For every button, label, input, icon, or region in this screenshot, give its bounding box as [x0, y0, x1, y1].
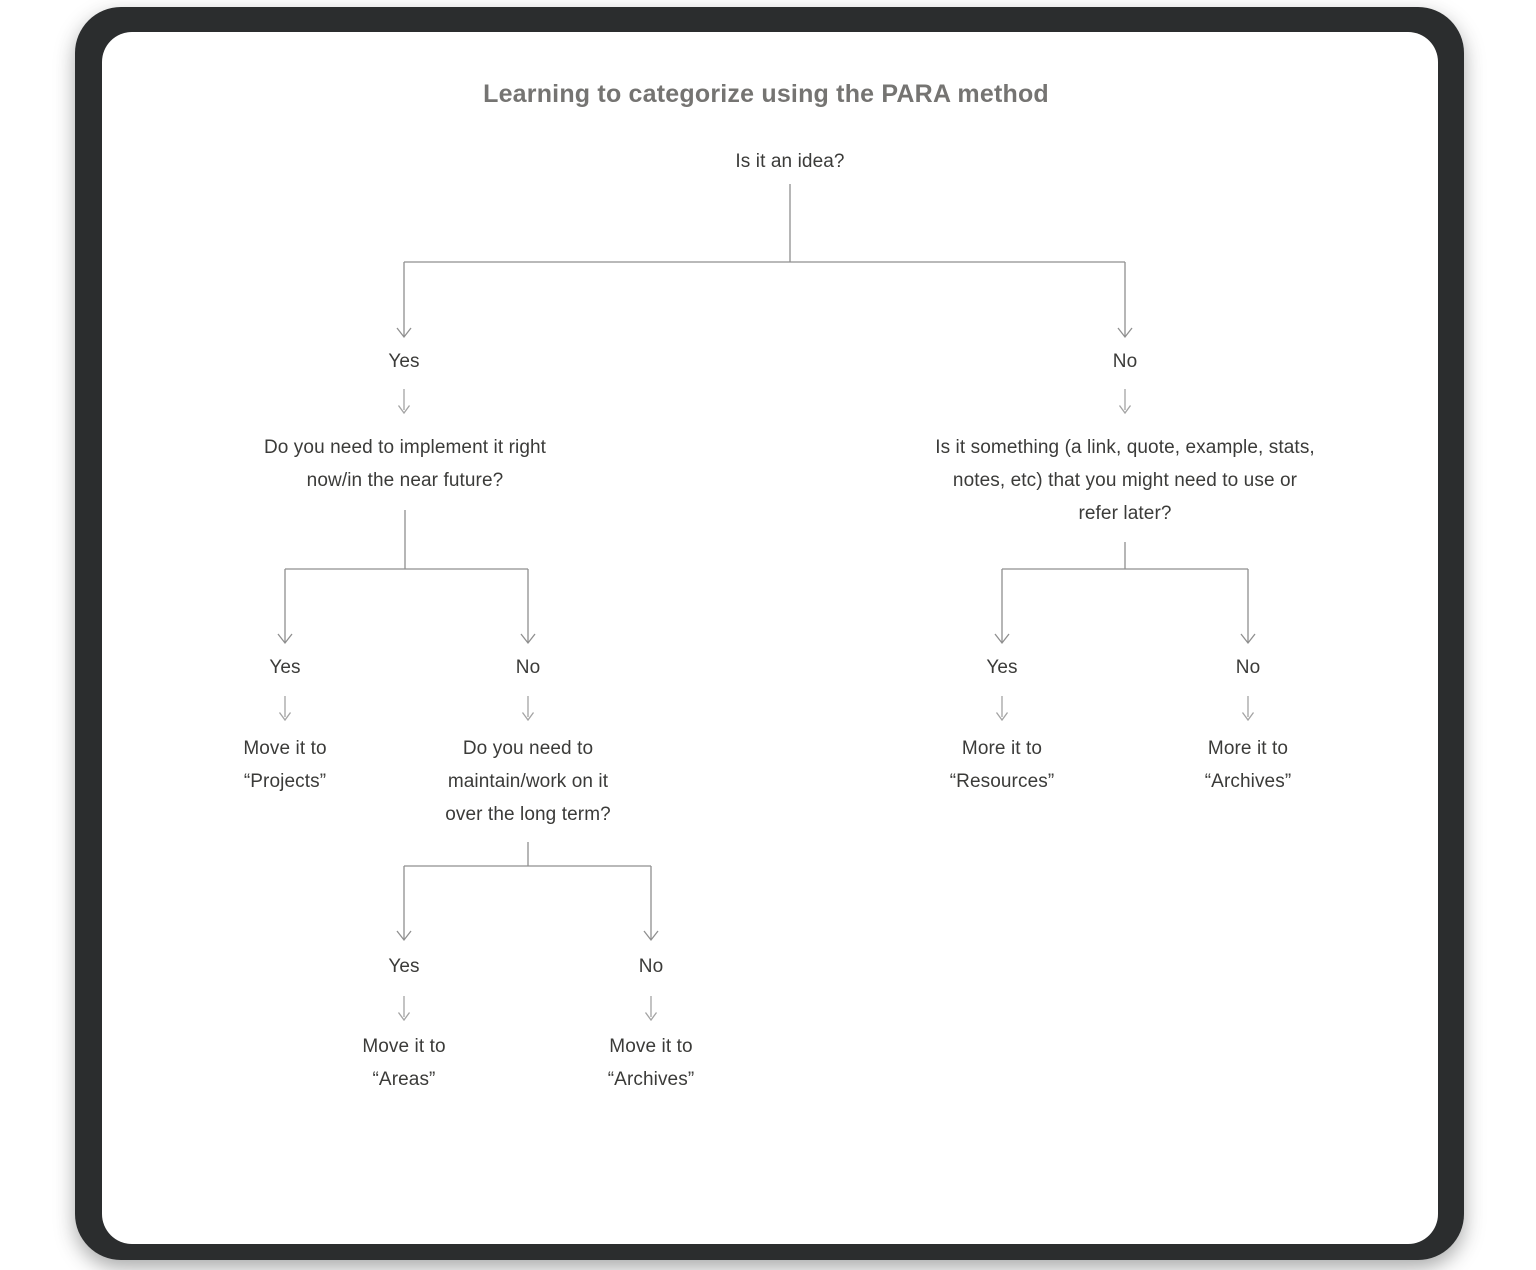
device-frame — [75, 7, 1464, 1260]
node-leaf-archives-right: More it to “Archives” — [1204, 738, 1292, 792]
node-branch3-no: No — [638, 956, 664, 977]
node-branch3-yes: Yes — [388, 956, 420, 977]
diagram-title: Learning to categorize using the PARA me… — [483, 80, 1049, 108]
node-root-question: Is it an idea? — [735, 151, 845, 172]
node-leaf-archives-bottom: Move it to “Archives” — [607, 1036, 695, 1090]
node-branch2-left-no: No — [515, 657, 541, 678]
node-question-implement: Do you need to implement it right now/in… — [263, 437, 547, 491]
node-leaf-areas: Move it to “Areas” — [362, 1036, 446, 1090]
node-question-reference: Is it something (a link, quote, example,… — [935, 437, 1315, 524]
node-branch2-right-no: No — [1235, 657, 1261, 678]
node-branch2-right-yes: Yes — [986, 657, 1018, 678]
node-leaf-projects: Move it to “Projects” — [243, 738, 327, 792]
node-branch1-no: No — [1112, 351, 1138, 372]
node-branch1-yes: Yes — [388, 351, 420, 372]
canvas-card — [102, 32, 1438, 1244]
node-question-maintain: Do you need to maintain/work on it over … — [445, 738, 611, 825]
node-branch2-left-yes: Yes — [269, 657, 301, 678]
node-leaf-resources: More it to “Resources” — [949, 738, 1055, 792]
